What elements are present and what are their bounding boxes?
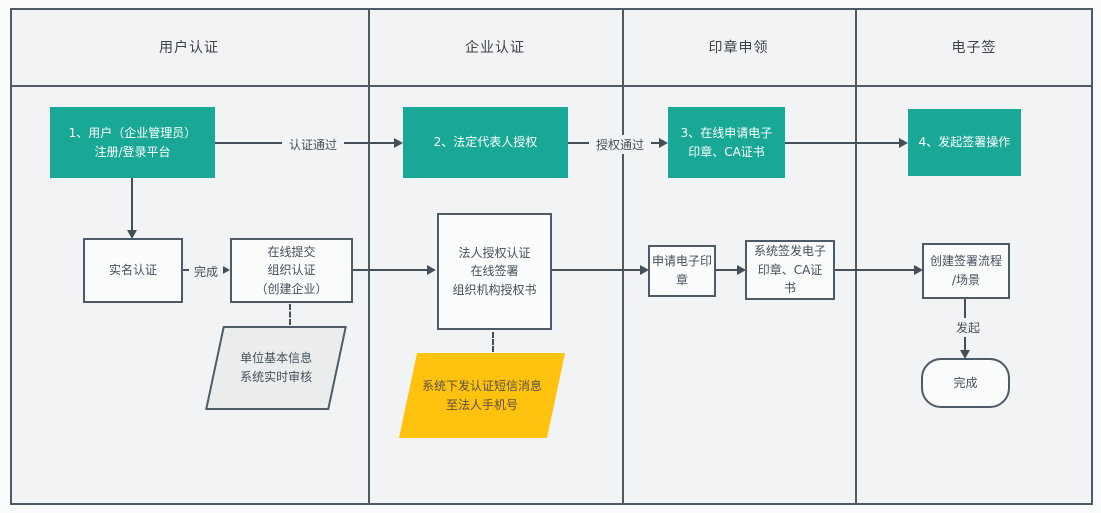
arrowhead-right-icon	[427, 265, 436, 275]
lane-header-seal-apply: 印章申领	[708, 39, 769, 56]
node-create-sign-flow: 创建签署流程 /场景	[922, 243, 1010, 299]
arrowhead-right-icon	[914, 265, 923, 275]
dashed-connector-orgreview	[289, 304, 291, 325]
arrowhead-right-icon	[640, 265, 649, 275]
org-info-review-text: 单位基本信息 系统实时审核	[239, 351, 312, 384]
lane-header-esign: 电子签	[951, 39, 997, 56]
edge-step3-step4	[785, 142, 900, 144]
header-row-divider	[10, 85, 1093, 87]
arrowhead-right-icon	[737, 265, 746, 275]
lane-divider-1	[368, 8, 370, 505]
lane-divider-3	[855, 8, 857, 505]
edge-applyseal-issueseal	[716, 269, 738, 271]
node-done-terminator: 完成	[921, 358, 1010, 408]
arrowhead-down-icon	[960, 350, 970, 359]
node-apply-eseal: 申请电子印章	[648, 245, 716, 297]
arrowhead-right-icon	[659, 138, 668, 148]
lane-header-enterprise-auth: 企业认证	[465, 39, 525, 56]
edge-label-auth-pass: 认证通过	[282, 135, 344, 154]
node-org-info-review: 单位基本信息 系统实时审核	[205, 326, 347, 410]
node-step2-legal-rep-authorize: 2、法定代表人授权	[403, 107, 568, 178]
node-issue-eseal-ca: 系统签发电子 印章、CA证 书	[745, 240, 835, 300]
edge-label-authz-pass: 授权通过	[589, 135, 651, 154]
edge-legalauth-applyseal	[552, 269, 641, 271]
edge-label-complete: 完成	[189, 262, 223, 281]
lane-divider-2	[622, 8, 624, 505]
node-step4-initiate-sign: 4、发起签署操作	[908, 109, 1021, 176]
edge-submitorg-legalauth	[353, 269, 428, 271]
arrowhead-right-icon	[221, 265, 230, 275]
node-submit-org-auth: 在线提交 组织认证 （创建企业）	[230, 238, 353, 303]
sms-notice-text: 系统下发认证短信消息 至法人手机号	[421, 378, 542, 412]
dashed-connector-sms	[492, 332, 494, 352]
node-realname-auth: 实名认证	[83, 238, 183, 303]
node-step1-register-login: 1、用户（企业管理员） 注册/登录平台	[50, 107, 215, 178]
node-step3-apply-seal-ca: 3、在线申请电子 印章、CA证书	[668, 107, 785, 178]
edge-issueseal-createflow	[835, 269, 915, 271]
node-legal-auth-sign: 法人授权认证 在线签署 组织机构授权书	[437, 213, 552, 330]
node-sms-notice: 系统下发认证短信消息 至法人手机号	[398, 353, 566, 438]
lane-header-user-auth: 用户认证	[159, 39, 219, 56]
arrowhead-right-icon	[899, 138, 908, 148]
arrowhead-right-icon	[394, 138, 403, 148]
edge-label-initiate: 发起	[951, 318, 985, 337]
arrowhead-down-icon	[127, 230, 137, 239]
edge-step1-realname	[131, 178, 133, 231]
